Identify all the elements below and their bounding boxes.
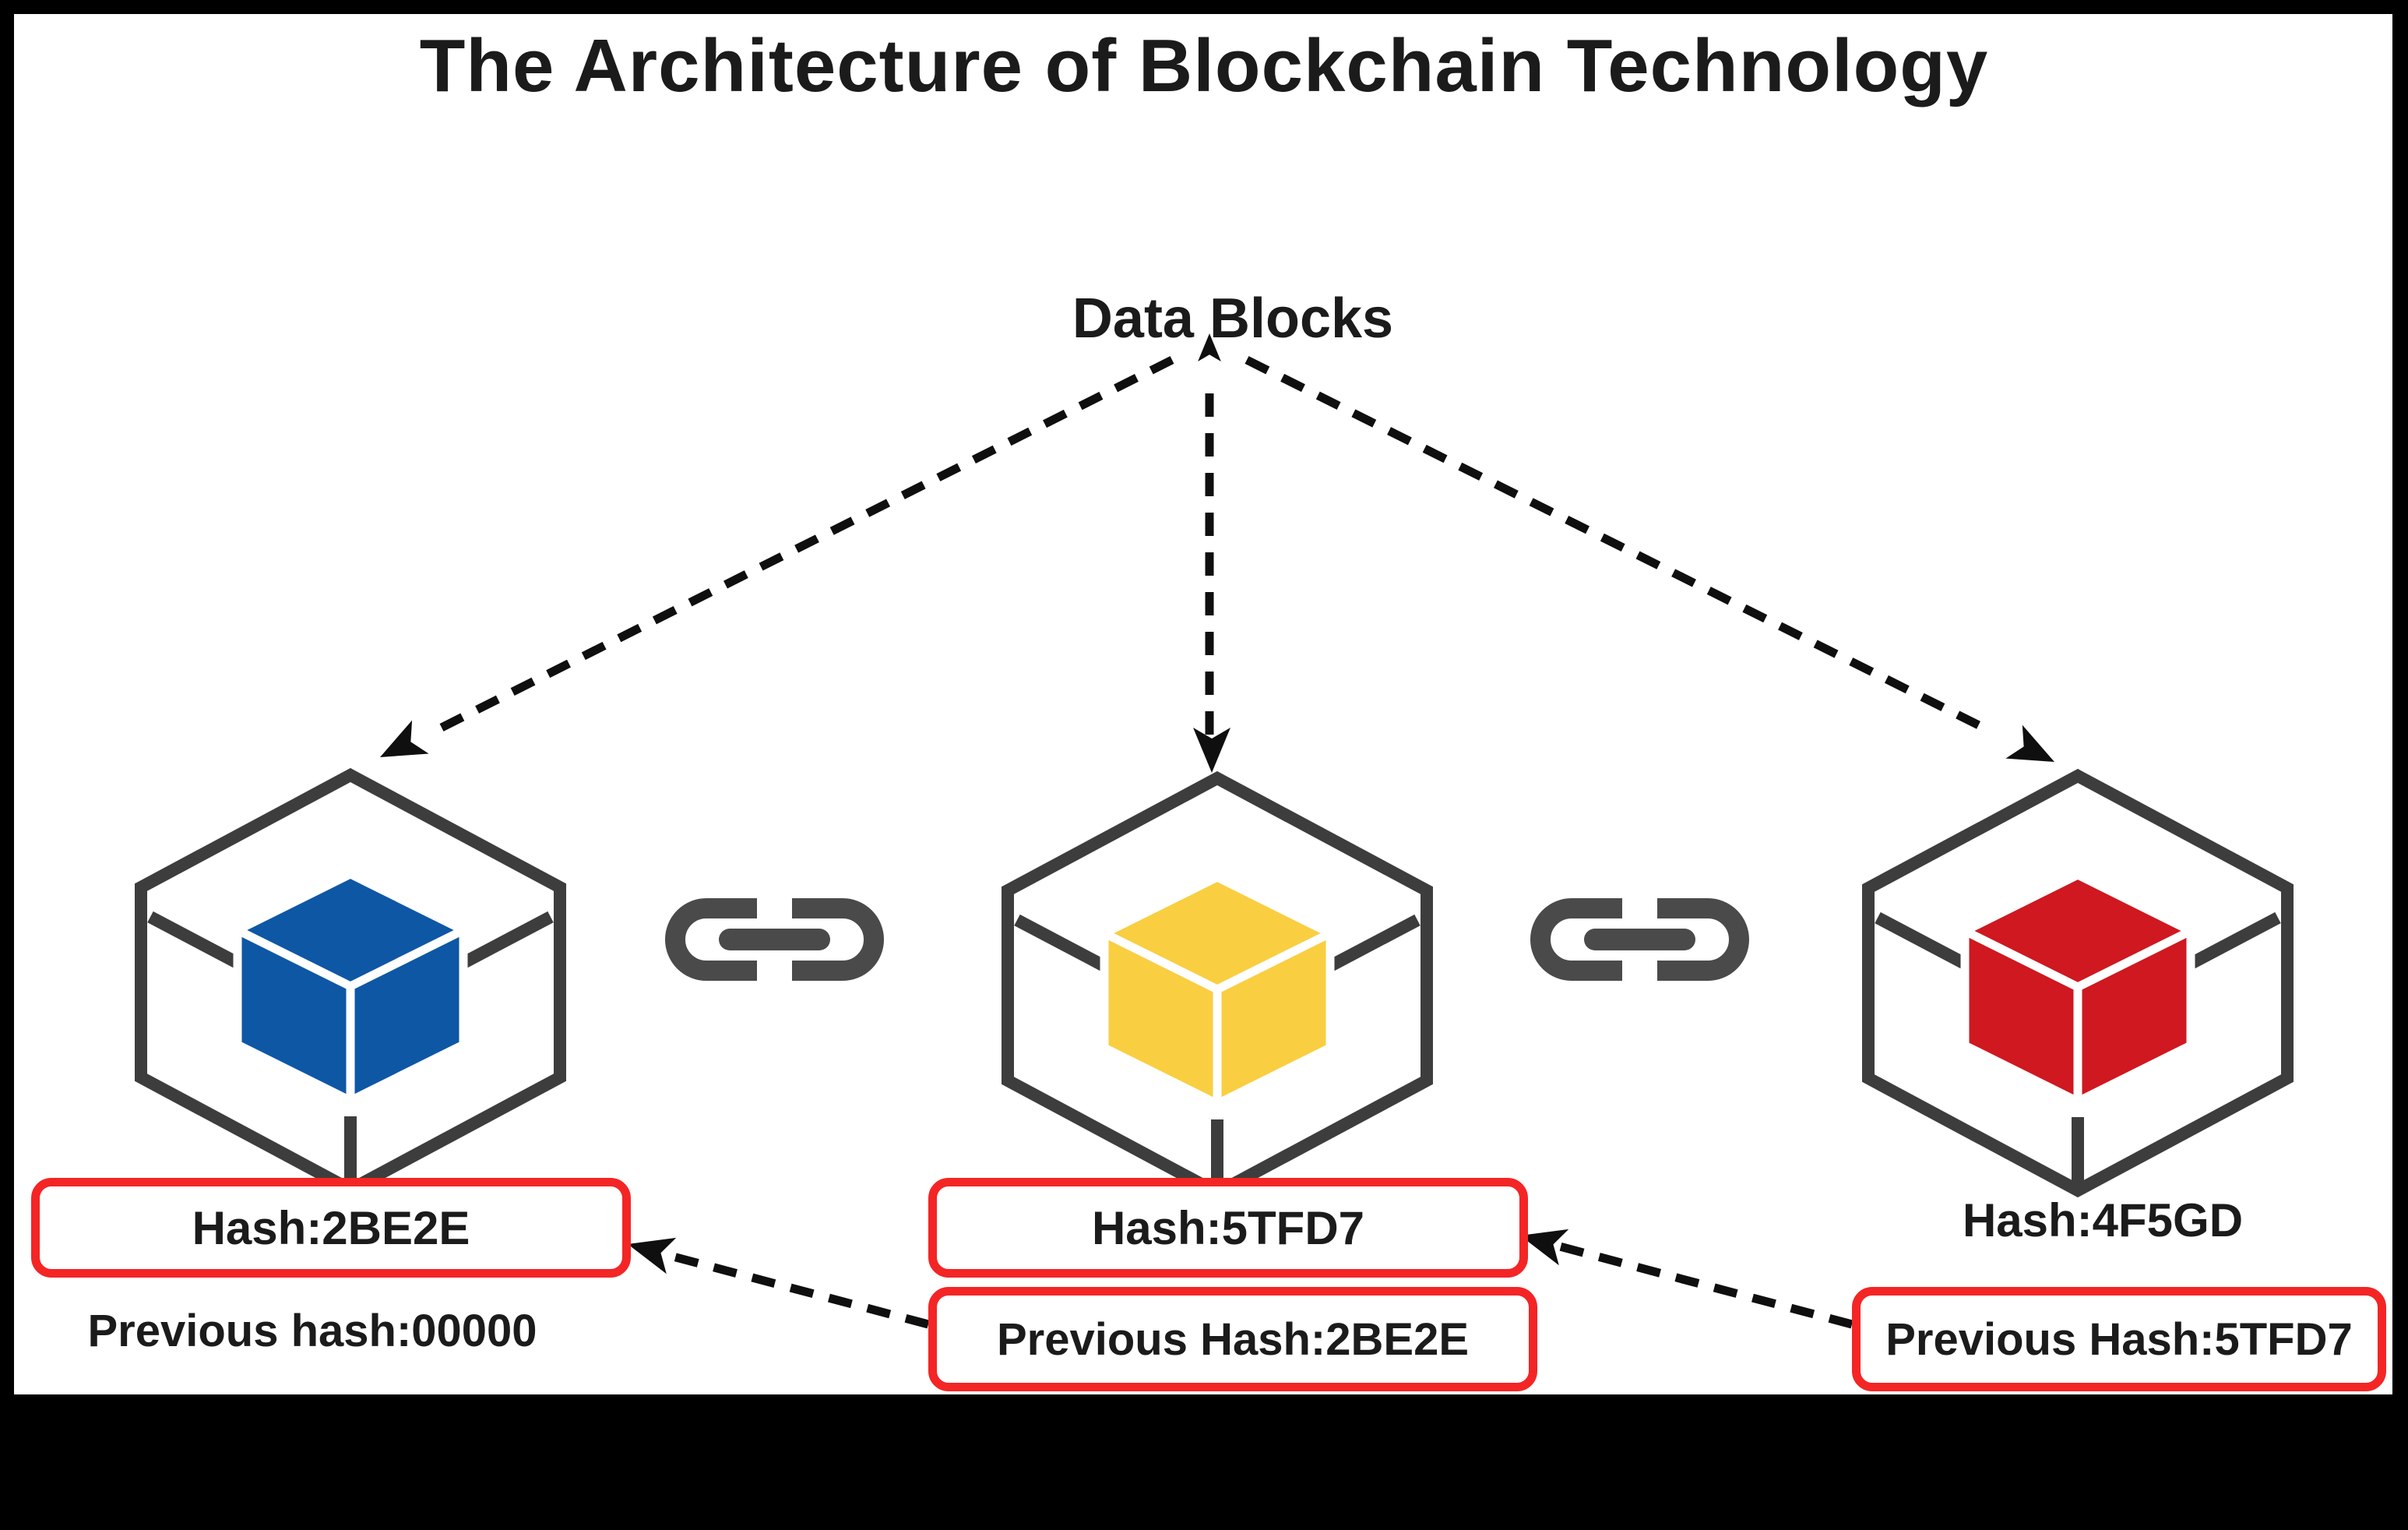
dashed-arrow-lines (430, 356, 1992, 1329)
block-3-wireframe (1862, 768, 2294, 1198)
chain-link-icon-2 (1530, 898, 1749, 981)
arrow-line-prev3-to-hash2 (1544, 1238, 1854, 1329)
arrowhead-up-to-data-blocks (1198, 333, 1221, 361)
block-2-hash-box: Hash:5TFD7 (928, 1178, 1528, 1278)
arrowhead-block-1 (380, 720, 429, 757)
block-1-previous-hash-label: Previous hash:00000 (87, 1305, 537, 1356)
arrowhead-block-2 (1193, 728, 1230, 773)
chain-link-2-shape (1530, 898, 1749, 981)
block-1-cube-icon (135, 767, 566, 1197)
arrowheads (380, 333, 2054, 1274)
block-2-cube-icon (1002, 770, 1433, 1200)
block-2-previous-hash-box: Previous Hash:2BE2E (928, 1287, 1537, 1391)
block-3-hash-label: Hash:4F5GD (1962, 1193, 2244, 1246)
block-1-hash-box: Hash:2BE2E (31, 1178, 631, 1278)
chain-link-1-shape (665, 898, 884, 981)
block-1-inner-cube (233, 869, 468, 1105)
block-2-inner-cube (1100, 873, 1335, 1109)
arrowhead-block-3 (2005, 724, 2054, 762)
arrowhead-hash-2 (1520, 1229, 1569, 1266)
arrow-line-to-block-3 (1244, 356, 1992, 735)
arrow-line-to-block-1 (430, 356, 1174, 736)
chain-link-icon-1 (665, 898, 884, 981)
diagram-title: The Architecture of Blockchain Technolog… (419, 24, 1989, 108)
block-3-inner-cube (1960, 870, 2195, 1106)
data-blocks-label: Data Blocks (1072, 287, 1394, 350)
block-3-previous-hash-box: Previous Hash:5TFD7 (1852, 1287, 2386, 1391)
block-3-cube-icon (1862, 768, 2294, 1198)
arrow-line-prev2-to-hash1 (651, 1246, 930, 1329)
arrowhead-hash-1 (628, 1237, 677, 1274)
